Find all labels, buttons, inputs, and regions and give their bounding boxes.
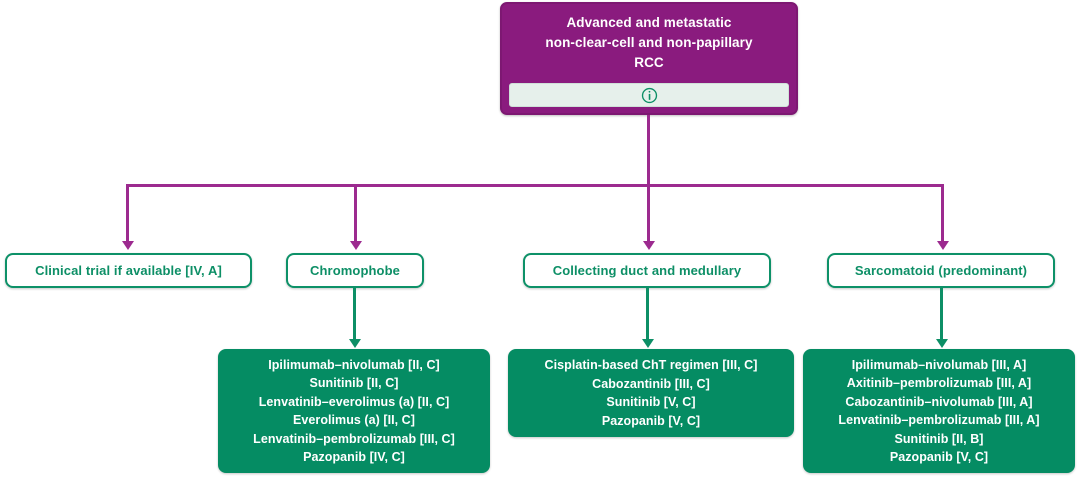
connector-drop-clinical-trial	[126, 184, 129, 242]
arrow-to-chromophobe	[349, 241, 362, 250]
category-box-clinical-trial[interactable]: Clinical trial if available [IV, A]	[5, 253, 252, 288]
treatment-box-collecting-duct-medullary[interactable]: Cisplatin-based ChT regimen [III, C] Cab…	[508, 349, 794, 437]
root-title-line-1: Advanced and metastatic	[566, 15, 732, 30]
connector-drop-sarcomatoid	[941, 184, 944, 242]
root-title-line-2: non-clear-cell and non-papillary	[545, 35, 753, 50]
connector-drop-collecting-duct	[647, 184, 650, 242]
treatment-item: Sunitinib [II, B]	[894, 431, 984, 446]
treatment-item: Everolimus (a) [II, C]	[293, 413, 415, 427]
category-box-sarcomatoid[interactable]: Sarcomatoid (predominant)	[827, 253, 1055, 288]
treatment-item: Sunitinib [V, C]	[606, 395, 696, 409]
treatment-item: Sunitinib [II, C]	[309, 376, 399, 390]
treatment-item: Lenvatinib–pembrolizumab [III, C]	[253, 431, 455, 446]
arrow-collecting-duct-treatments	[641, 339, 654, 348]
treatment-item: Ipilimumab–nivolumab [III, A]	[851, 357, 1027, 372]
arrow-to-clinical-trial	[121, 241, 134, 250]
root-node-title: Advanced and metastatic non-clear-cell a…	[502, 4, 796, 73]
root-node-advanced-metastatic-rcc[interactable]: Advanced and metastatic non-clear-cell a…	[500, 2, 798, 115]
category-label-collecting-duct-medullary: Collecting duct and medullary	[552, 263, 742, 278]
treatment-item: Cabozantinib–nivolumab [III, A]	[845, 394, 1033, 409]
connector-sarcomatoid-to-treatments	[940, 288, 943, 341]
connector-drop-chromophobe	[354, 184, 357, 242]
treatment-item: Pazopanib [V, C]	[889, 450, 989, 464]
treatment-item: Pazopanib [V, C]	[601, 413, 701, 428]
treatment-item: Ipilimumab–nivolumab [II, C]	[268, 357, 440, 372]
treatment-box-chromophobe[interactable]: Ipilimumab–nivolumab [II, C] Sunitinib […	[218, 349, 490, 473]
category-label-chromophobe: Chromophobe	[310, 263, 400, 278]
connector-root-trunk	[647, 115, 650, 187]
root-info-bar[interactable]	[509, 83, 789, 107]
arrow-to-collecting-duct	[642, 241, 655, 250]
treatment-box-sarcomatoid[interactable]: Ipilimumab–nivolumab [III, A] Axitinib–p…	[803, 349, 1075, 473]
treatment-item: Lenvatinib–everolimus (a) [II, C]	[258, 394, 450, 409]
connector-collecting-duct-to-treatments	[646, 288, 649, 341]
info-circle-icon[interactable]	[641, 87, 658, 104]
category-box-collecting-duct-medullary[interactable]: Collecting duct and medullary	[523, 253, 771, 288]
arrow-chromophobe-treatments	[348, 339, 361, 348]
treatment-item: Cisplatin-based ChT regimen [III, C]	[544, 358, 758, 372]
category-label-clinical-trial: Clinical trial if available [IV, A]	[35, 263, 222, 278]
treatment-item: Lenvatinib–pembrolizumab [III, A]	[838, 413, 1040, 427]
treatment-item: Pazopanib [IV, C]	[303, 450, 405, 464]
connector-horizontal-bus	[126, 184, 944, 187]
treatment-item: Axitinib–pembrolizumab [III, A]	[846, 376, 1032, 390]
category-box-chromophobe[interactable]: Chromophobe	[286, 253, 424, 288]
arrow-sarcomatoid-treatments	[935, 339, 948, 348]
treatment-item: Cabozantinib [III, C]	[592, 376, 710, 391]
arrow-to-sarcomatoid	[936, 241, 949, 250]
connector-chromophobe-to-treatments	[353, 288, 356, 341]
root-title-line-3: RCC	[634, 55, 664, 70]
category-label-sarcomatoid: Sarcomatoid (predominant)	[854, 263, 1028, 278]
